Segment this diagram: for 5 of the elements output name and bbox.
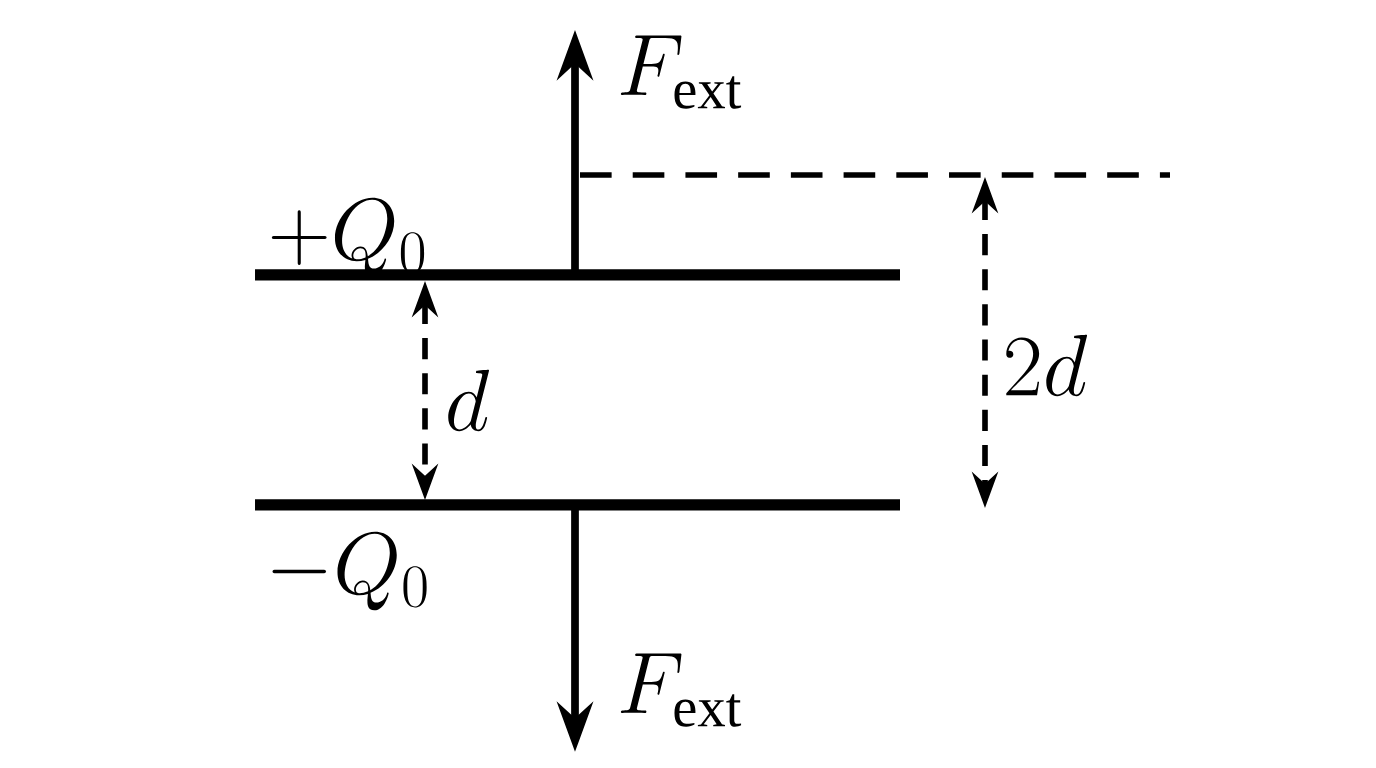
force-label: $F_{\mathrm{ext}}$ — [620, 35, 742, 109]
charge-label: $-Q_0$ — [272, 531, 427, 611]
force-label: $F_{\mathrm{ext}}$ — [620, 653, 742, 727]
dimension-label: $d$ — [448, 369, 489, 432]
dimension-label: $2d$ — [1006, 334, 1088, 397]
